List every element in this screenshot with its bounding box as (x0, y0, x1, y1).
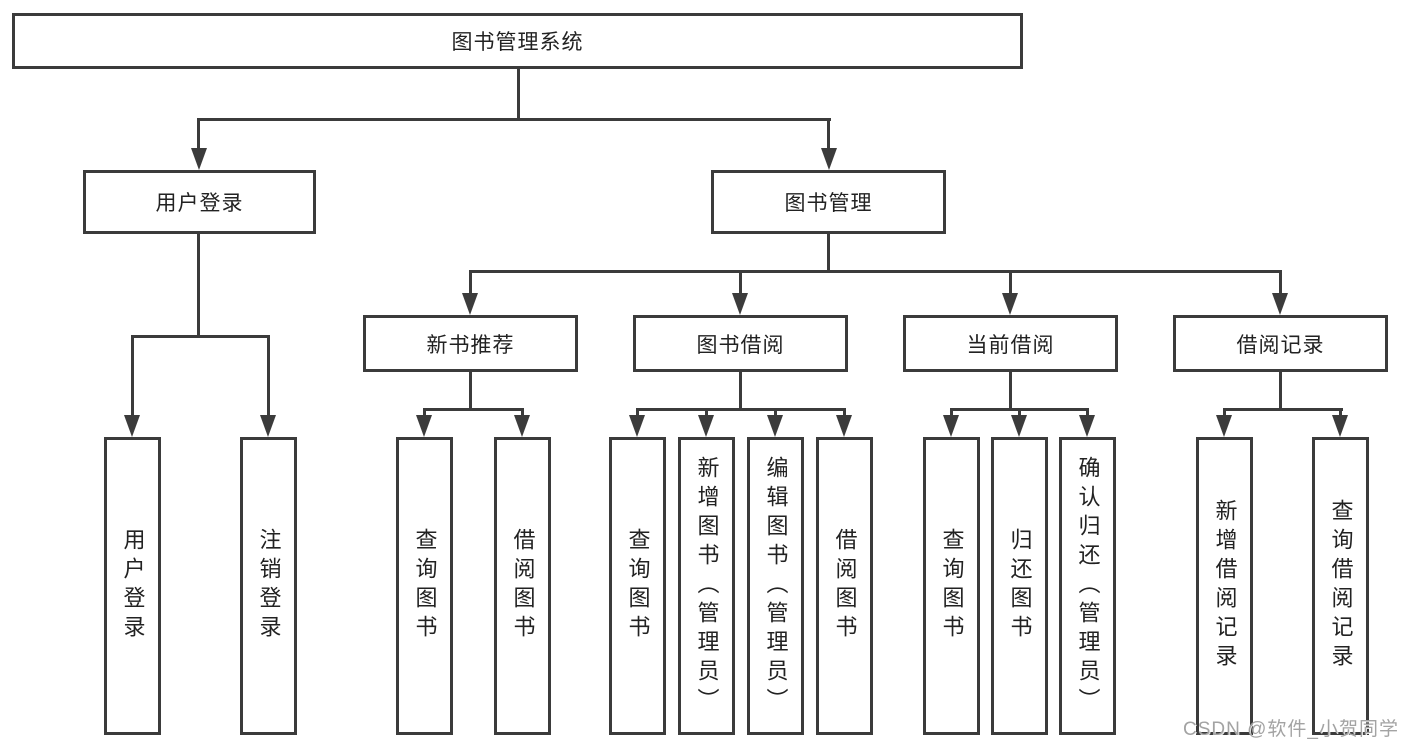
arrowhead-group2-c1 (629, 415, 645, 437)
connector-stem-leaf-logout (267, 335, 270, 417)
leaf-return-book-label: 归还图书 (1007, 528, 1033, 644)
leaf-query-borrow-record-label: 查询借阅记录 (1328, 499, 1354, 673)
connector-group3-c1 (950, 408, 953, 420)
arrowhead-group1-c1 (416, 415, 432, 437)
arrowhead-book-borrow (732, 293, 748, 315)
arrowhead-group3-c3 (1079, 415, 1095, 437)
arrowhead-current-borrow (1002, 293, 1018, 315)
arrowhead-group3-c1 (943, 415, 959, 437)
connector-group1-c1 (423, 408, 426, 420)
arrowhead-group1-c2 (514, 415, 530, 437)
leaf-query-books-recommend-label: 查询图书 (412, 528, 438, 644)
leaf-borrow-books-recommend-label: 借阅图书 (510, 528, 536, 644)
connector-stem-user-login (197, 118, 200, 151)
leaf-query-books-borrowing: 查询图书 (609, 437, 666, 735)
leaf-edit-book-admin-label: 编辑图书（管理员） (763, 455, 789, 717)
connector-group2-c2 (705, 408, 708, 420)
leaf-add-book-admin-label: 新增图书（管理员） (694, 455, 720, 717)
leaf-borrow-books-borrowing: 借阅图书 (816, 437, 873, 735)
connector-stem-current-borrow (1009, 270, 1012, 298)
connector-group4-c2 (1339, 408, 1342, 420)
leaf-return-book: 归还图书 (991, 437, 1048, 735)
connector-root-stem (517, 68, 520, 121)
connector-group2-rail (636, 408, 846, 411)
connector-bookmgmt-rail (469, 270, 1282, 273)
arrowhead-leaf-logout (260, 415, 276, 437)
connector-group4-c1 (1223, 408, 1226, 420)
node-user-login-label: 用户登录 (155, 192, 244, 215)
leaf-edit-book-admin: 编辑图书（管理员） (747, 437, 804, 735)
node-library-system: 图书管理系统 (12, 13, 1023, 69)
leaf-borrow-books-recommend: 借阅图书 (494, 437, 551, 735)
node-book-borrowing: 图书借阅 (633, 315, 848, 372)
node-book-management-label: 图书管理 (784, 192, 873, 215)
leaf-borrow-books-borrowing-label: 借阅图书 (832, 528, 858, 644)
connector-stem-book-borrow (739, 270, 742, 298)
connector-userlogin-rail (131, 335, 270, 338)
node-current-borrowing: 当前借阅 (903, 315, 1118, 372)
leaf-logout-label: 注销登录 (256, 528, 282, 644)
arrowhead-leaf-login (124, 415, 140, 437)
connector-bookmgmt-stem (827, 234, 830, 273)
node-library-system-label: 图书管理系统 (451, 31, 584, 54)
arrowhead-group4-c2 (1332, 415, 1348, 437)
leaf-confirm-return-admin: 确认归还（管理员） (1059, 437, 1116, 735)
connector-group4-rail (1223, 408, 1343, 411)
connector-group1-c2 (521, 408, 524, 420)
connector-group2-c4 (843, 408, 846, 420)
node-book-management: 图书管理 (711, 170, 946, 234)
leaf-query-books-current-label: 查询图书 (939, 528, 965, 644)
connector-group2-c1 (636, 408, 639, 420)
connector-stem-book-management (827, 118, 830, 151)
connector-stem-leaf-login (131, 335, 134, 417)
connector-stem-new-book (469, 270, 472, 298)
arrowhead-new-book (462, 293, 478, 315)
node-new-book-recommend: 新书推荐 (363, 315, 578, 372)
node-user-login: 用户登录 (83, 170, 316, 234)
arrowhead-borrow-records (1272, 293, 1288, 315)
connector-group2-c3 (774, 408, 777, 420)
arrowhead-group3-c2 (1011, 415, 1027, 437)
connector-group1-stem (469, 372, 472, 411)
arrowhead-user-login (191, 148, 207, 170)
connector-root-rail (198, 118, 831, 121)
leaf-query-books-current: 查询图书 (923, 437, 980, 735)
leaf-query-books-borrowing-label: 查询图书 (625, 528, 651, 644)
arrowhead-group4-c1 (1216, 415, 1232, 437)
csdn-watermark: CSDN @软件_小贺同学 (1183, 719, 1399, 740)
connector-group2-stem (739, 372, 742, 411)
connector-group3-c3 (1086, 408, 1089, 420)
leaf-query-borrow-record: 查询借阅记录 (1312, 437, 1369, 735)
leaf-add-borrow-record-label: 新增借阅记录 (1212, 499, 1238, 673)
arrowhead-group2-c4 (836, 415, 852, 437)
arrowhead-group2-c3 (767, 415, 783, 437)
leaf-user-login: 用户登录 (104, 437, 161, 735)
leaf-user-login-label: 用户登录 (120, 528, 146, 644)
node-borrow-records-label: 借阅记录 (1236, 333, 1325, 357)
connector-stem-borrow-records (1279, 270, 1282, 298)
connector-group3-c2 (1018, 408, 1021, 420)
node-current-borrowing-label: 当前借阅 (966, 333, 1055, 357)
node-borrow-records: 借阅记录 (1173, 315, 1388, 372)
connector-group3-stem (1009, 372, 1012, 411)
arrowhead-group2-c2 (698, 415, 714, 437)
connector-userlogin-stem (197, 234, 200, 338)
connector-group4-stem (1279, 372, 1282, 411)
node-book-borrowing-label: 图书借阅 (696, 333, 785, 357)
leaf-add-borrow-record: 新增借阅记录 (1196, 437, 1253, 735)
leaf-query-books-recommend: 查询图书 (396, 437, 453, 735)
leaf-logout: 注销登录 (240, 437, 297, 735)
leaf-add-book-admin: 新增图书（管理员） (678, 437, 735, 735)
arrowhead-book-management (821, 148, 837, 170)
node-new-book-recommend-label: 新书推荐 (426, 333, 515, 357)
leaf-confirm-return-admin-label: 确认归还（管理员） (1075, 455, 1101, 717)
connector-group1-rail (423, 408, 524, 411)
